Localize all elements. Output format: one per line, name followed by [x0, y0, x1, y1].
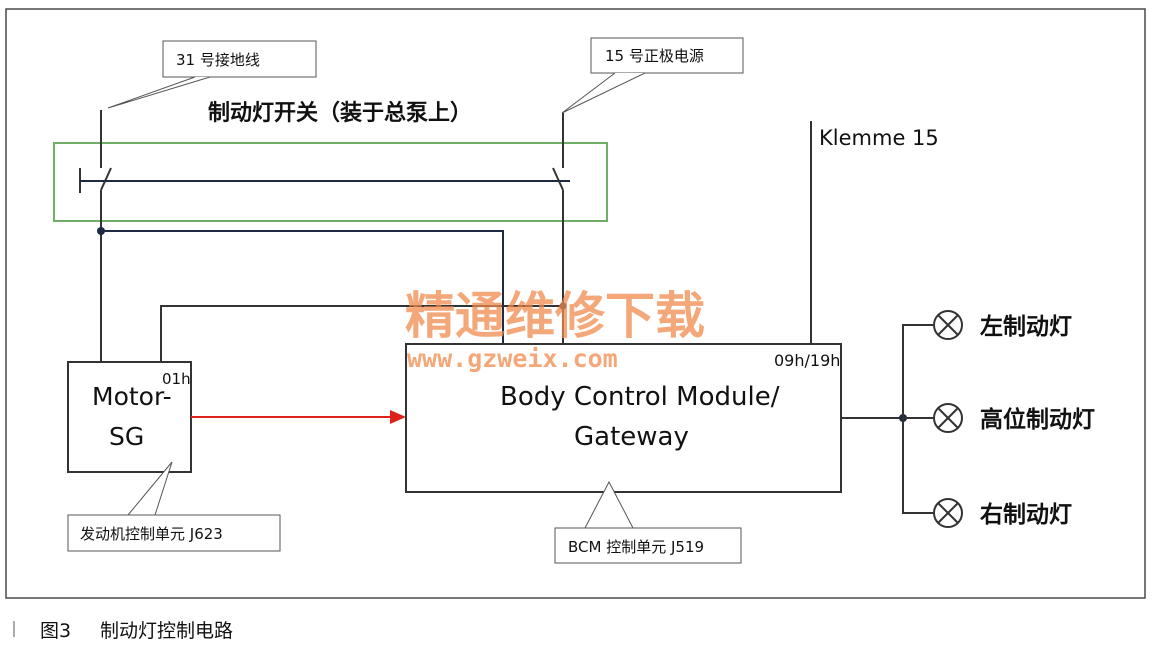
can-signal-arrowhead	[390, 410, 406, 424]
watermark-line1: 精通维修下载	[405, 287, 705, 345]
callout-ground-label: 31 号接地线	[176, 51, 260, 69]
lamp-left-label: 左制动灯	[980, 314, 1072, 340]
watermark-line2: www.gzweix.com	[407, 344, 618, 373]
right-switch-blade	[552, 167, 564, 191]
callout-ecu-box	[67, 514, 281, 552]
brake-switch-box	[53, 142, 608, 222]
callout-ground-box	[162, 40, 317, 78]
brake-switch-title: 制动灯开关（装于总泵上）	[208, 100, 472, 126]
lamp-high-label: 高位制动灯	[980, 406, 1095, 433]
diagram-frame	[5, 8, 1146, 599]
bcm-label-line2: Gateway	[574, 422, 689, 452]
callout-positive-box	[590, 37, 744, 74]
callout-bcm-label: BCM 控制单元 J519	[568, 538, 704, 556]
caption-text: 制动灯控制电路	[100, 620, 233, 642]
bcm-label-line1: Body Control Module/	[500, 382, 780, 412]
caption-number: 图3	[40, 620, 71, 642]
bcm-address: 09h/19h	[774, 351, 840, 370]
motor-sg-address: 01h	[162, 370, 191, 388]
callout-positive-label: 15 号正极电源	[605, 47, 704, 65]
callout-ground-pointer	[107, 76, 211, 109]
callout-positive-pointer	[561, 72, 646, 114]
klemme15-label: Klemme 15	[819, 126, 939, 150]
callout-bcm-pointer	[584, 480, 634, 529]
lamp-left: 左制动灯	[933, 310, 1072, 340]
motor-sg-label-line1: Motor-	[92, 382, 172, 411]
motor-sg-label-line2: SG	[109, 422, 144, 451]
motor-to-positive-wire	[160, 305, 563, 362]
bcm-box	[405, 343, 842, 493]
lamp-high: 高位制动灯	[933, 403, 1095, 433]
callout-ecu-pointer	[127, 461, 173, 516]
callout-ecu-label: 发动机控制单元 J623	[80, 525, 223, 543]
callout-bcm-box	[554, 527, 742, 564]
lamp-right-label: 右制动灯	[980, 501, 1072, 528]
lamp-right: 右制动灯	[933, 498, 1072, 528]
motor-sg-box	[67, 361, 192, 473]
left-switch-blade	[100, 167, 112, 191]
